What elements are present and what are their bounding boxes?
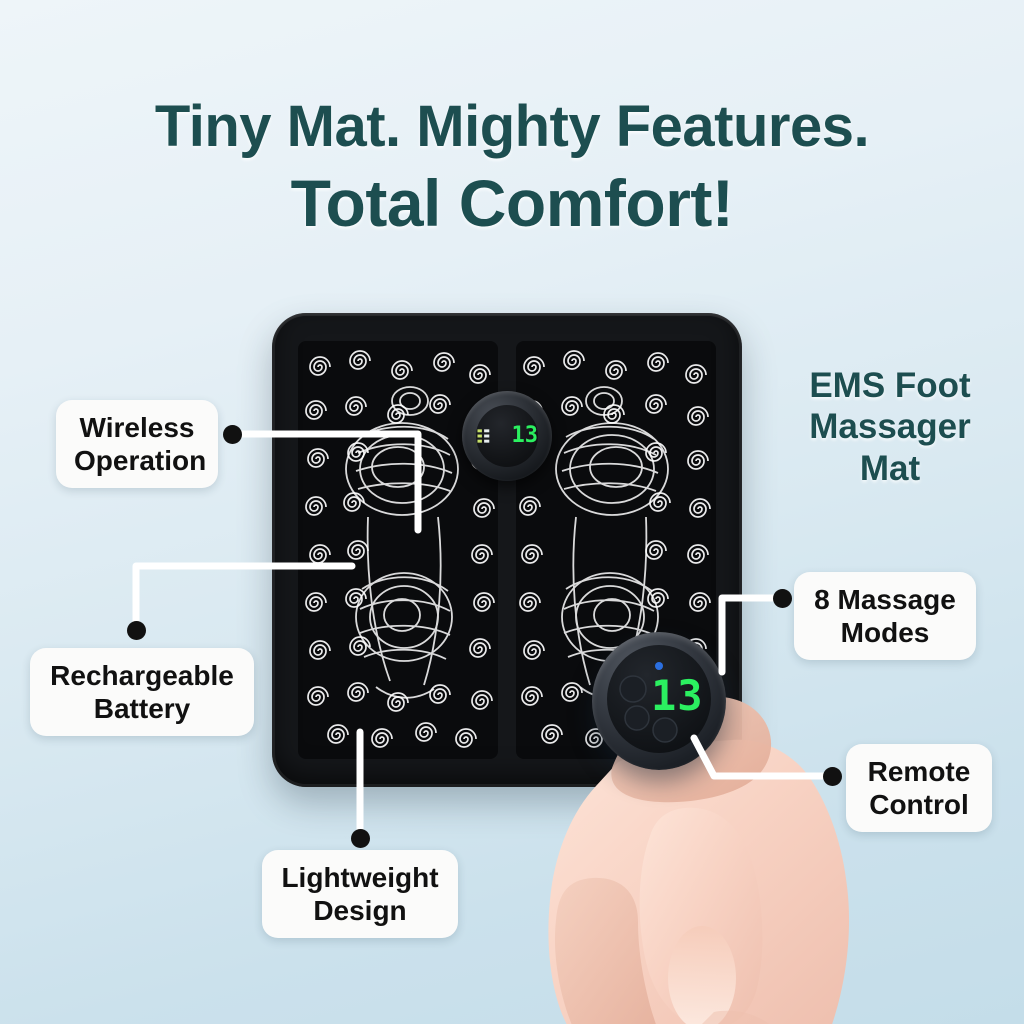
mat-display-value: 13	[511, 423, 539, 448]
leader-line-wireless-operation	[228, 430, 422, 534]
callout-wireless-operation[interactable]: Wireless Operation	[56, 400, 218, 489]
remote-power-button	[619, 675, 647, 703]
callout-massage-modes[interactable]: 8 Massage Modes	[794, 572, 976, 661]
callout-dot-rechargeable-battery	[127, 621, 146, 640]
mat-control-hub[interactable]: 13	[462, 391, 552, 481]
remote-display-value: 13	[651, 671, 704, 720]
callout-rechargeable-battery[interactable]: Rechargeable Battery	[30, 648, 254, 737]
remote-face: 13	[607, 645, 711, 753]
headline-line-2: Total Comfort!	[290, 166, 734, 240]
product-name: EMS Foot Massager Mat	[770, 365, 1010, 489]
mat-display-panel: 13	[476, 405, 538, 467]
callout-dot-lightweight-design	[351, 829, 370, 848]
callout-dot-wireless-operation	[223, 425, 242, 444]
remote-control-device[interactable]: 13	[592, 632, 726, 770]
product-name-line-3: Mat	[859, 448, 921, 488]
callout-dot-massage-modes	[773, 589, 792, 608]
mat-battery-indicator-icon	[477, 429, 490, 443]
leader-line-rechargeable-battery	[132, 562, 356, 634]
leader-line-massage-modes	[718, 594, 786, 676]
callout-lightweight-design[interactable]: Lightweight Design	[262, 850, 458, 939]
remote-controls	[619, 662, 678, 743]
callout-remote-control[interactable]: Remote Control	[846, 744, 992, 833]
product-name-line-1: EMS Foot	[809, 366, 971, 405]
foot-massager-mat: 13	[272, 313, 742, 787]
page-title: Tiny Mat. Mighty Features. Total Comfort…	[0, 94, 1024, 240]
leader-line-remote-control	[690, 734, 836, 780]
remote-plus-button	[652, 717, 678, 743]
mat-pad-left	[298, 341, 498, 759]
remote-led-indicator-icon	[655, 662, 663, 670]
product-name-line-2: Massager	[809, 407, 971, 447]
callout-dot-remote-control	[823, 767, 842, 786]
headline-line-1: Tiny Mat. Mighty Features.	[154, 94, 870, 159]
remote-minus-button	[624, 705, 650, 731]
mat-swirl-pattern-left	[305, 350, 495, 748]
